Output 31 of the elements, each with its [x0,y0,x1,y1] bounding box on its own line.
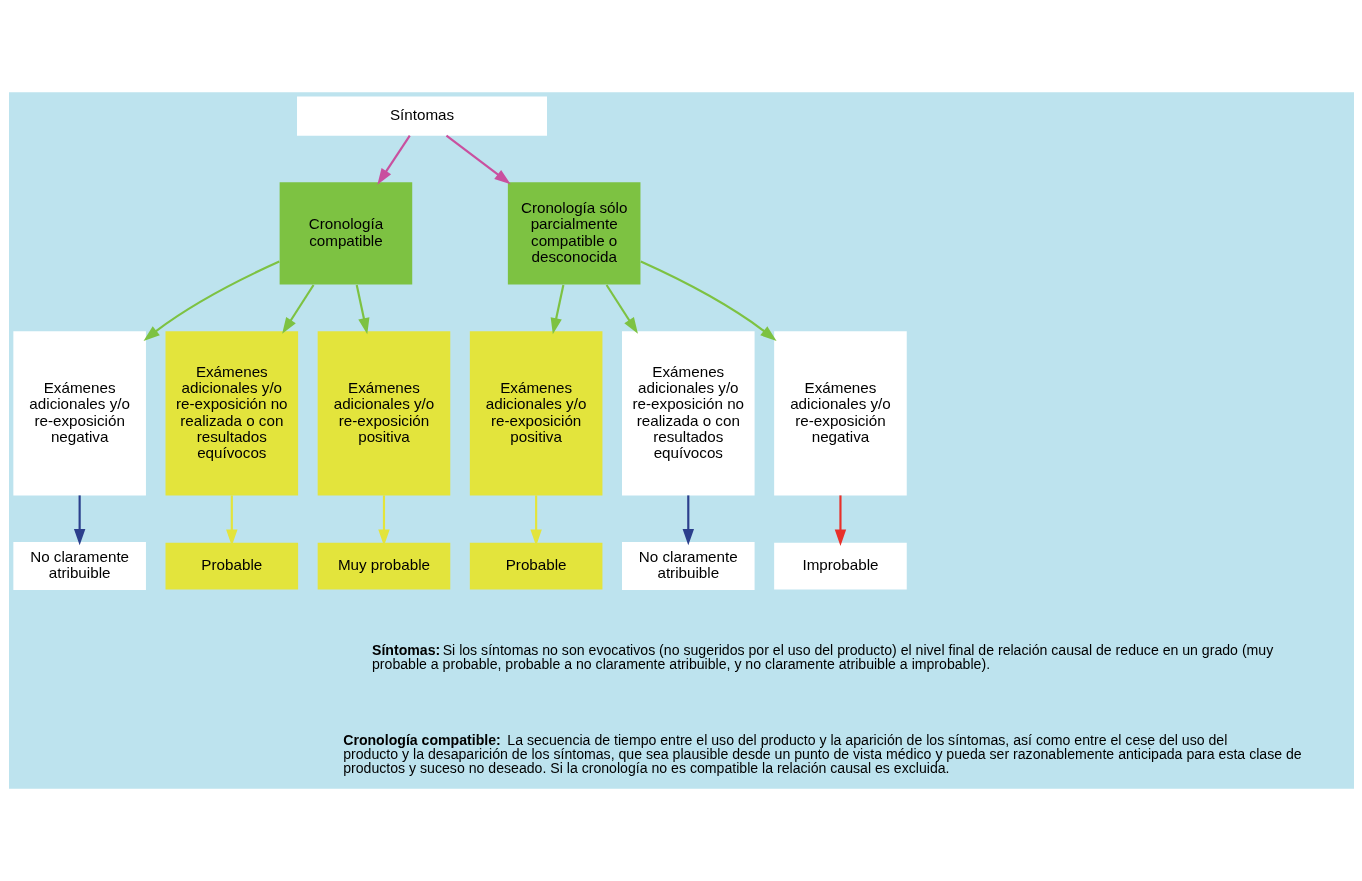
arrow [550,284,564,335]
node-box: Exámenes adicionales y/o re-exposición positiva [469,331,602,496]
arrow [377,495,390,546]
node-box: Improbable [773,542,907,590]
node-box: Exámenes adicionales y/o re-exposición no realizada o con resultados equívocos [621,331,755,496]
arrow [682,495,694,546]
label: Síntomas: Si los síntomas no son evocativos (no sugeridos por el uso del producto) el nivel final de relación causal de reduce en un grado (muy probable a probable, probable a no claramente atribuible, y no claramente atribuible a improbable). [371,641,1273,672]
arrow [355,284,369,335]
node-box: Probable [469,542,602,590]
node-box: No claramente atribuible [12,542,146,590]
arrow [143,260,280,341]
arrow [605,284,638,334]
arrow [376,135,411,185]
node-box: Cronología sólo parcialmente compatible o desconocida [507,182,640,285]
node-box: Exámenes adicionales y/o re-exposición negativa [12,331,146,496]
arrow [225,495,237,546]
arrow [639,260,777,341]
node-box: Exámenes adicionales y/o re-exposición positiva [317,331,450,496]
node-box: No claramente atribuible [621,542,755,590]
label: Cronología compatible: La secuencia de tiempo entre el uso del producto y la aparición de los síntomas, así como entre el cese del uso del producto y la desaparición de los síntomas, que sea plausible desde un punto de vista médico y pueda ser razonablemente anticipada para esta clase de productos y suceso no deseado. Si la cronología no es compatible la relación causal es excluida. [342,731,1302,776]
arrow [73,495,85,546]
node-box: Exámenes adicionales y/o re-exposición no realizada o con resultados equívocos [165,331,298,496]
node-box: Muy probable [317,542,450,590]
node-box: Exámenes adicionales y/o re-exposición negativa [773,331,907,496]
node-box: Síntomas [296,96,547,136]
arrow [834,495,846,546]
arrow [529,495,542,546]
node-box: Cronología compatible [279,182,412,285]
arrow [281,284,314,334]
arrow [445,134,511,185]
node-box: Probable [165,542,298,590]
